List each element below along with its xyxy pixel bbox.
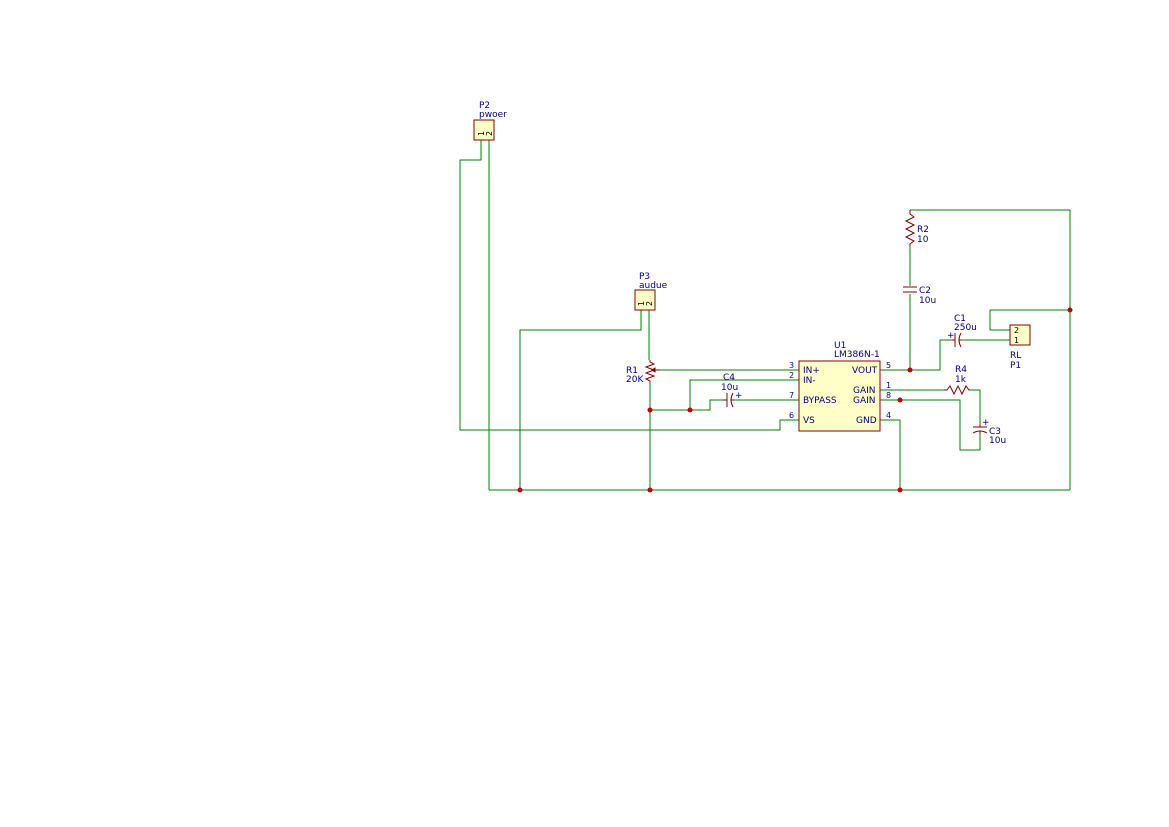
ic-u1-pin-name: BYPASS xyxy=(803,396,837,406)
capacitor-c4-value: 10u xyxy=(721,383,738,393)
resistor-r1-value: 20K xyxy=(626,375,644,385)
connector-p2-pin1: 1 xyxy=(477,131,486,136)
wire-p1-pin2 xyxy=(989,309,1070,331)
ic-u1-pin-number: 7 xyxy=(789,391,794,400)
wire-p3-gnd xyxy=(519,310,642,490)
junction xyxy=(647,487,653,493)
junction xyxy=(647,407,653,413)
resistor-r2-body xyxy=(904,210,916,246)
connector-p1-value: RL xyxy=(1010,351,1021,361)
junction xyxy=(1067,307,1073,313)
ic-u1-pin-name: GAIN xyxy=(853,386,876,396)
ic-u1-pin-number: 6 xyxy=(789,411,794,420)
connector-p1-body xyxy=(1009,324,1031,346)
junction xyxy=(907,367,913,373)
connector-p3-body xyxy=(634,289,656,311)
connector-p2-ref: P2 xyxy=(479,101,490,111)
ic-u1-pin-number: 5 xyxy=(886,361,891,370)
capacitor-c1-ref: C1 xyxy=(954,314,966,324)
ic-u1[interactable]: U1 LM386N-1 3 IN+ 2 IN- 7 BYPASS 6 VS 5 … xyxy=(789,341,891,432)
ic-u1-pin-name: VS xyxy=(803,416,815,426)
ic-u1-body xyxy=(798,360,881,432)
connector-p1-pin1: 1 xyxy=(1014,336,1019,345)
resistor-r4-ref: R4 xyxy=(955,365,967,375)
wire-r4-c3 xyxy=(970,389,981,424)
wires xyxy=(459,140,1071,491)
connector-p2[interactable]: P2 pwoer 1 2 xyxy=(473,101,507,141)
ic-u1-pin-name: IN+ xyxy=(803,366,820,376)
resistor-r2[interactable]: R2 10 xyxy=(904,210,929,246)
resistor-r1-body xyxy=(644,360,656,382)
connector-p3[interactable]: P3 audue 1 2 xyxy=(634,272,668,311)
ic-u1-value: LM386N-1 xyxy=(834,350,880,360)
wire-u1-gnd xyxy=(880,419,901,490)
resistor-r4-body xyxy=(944,384,970,396)
ic-u1-pin-number: 3 xyxy=(789,361,794,370)
connector-p1-ref: P1 xyxy=(1010,361,1021,371)
junction xyxy=(517,487,523,493)
resistor-r1-ref: R1 xyxy=(626,366,638,376)
capacitor-c1-value: 250u xyxy=(954,323,977,333)
resistor-r1[interactable]: R1 20K xyxy=(626,360,660,385)
connector-p2-value: pwoer xyxy=(479,110,507,120)
ic-u1-pin-number: 1 xyxy=(886,381,891,390)
wire-gain8-c3 xyxy=(880,399,981,451)
ic-u1-pin-number: 4 xyxy=(886,411,891,420)
wire-c4-left xyxy=(690,399,724,411)
capacitor-c3-ref: C3 xyxy=(989,427,1001,437)
connector-p2-pin2: 2 xyxy=(485,131,494,136)
ic-u1-pin-name: GAIN xyxy=(853,396,876,406)
capacitor-c3[interactable]: + C3 10u xyxy=(972,418,1006,446)
wire-right-rail xyxy=(910,209,1071,490)
wire-vs-net xyxy=(459,140,799,431)
resistor-r2-ref: R2 xyxy=(917,225,929,235)
ic-u1-pin-name: IN- xyxy=(803,376,816,386)
resistor-r2-value: 10 xyxy=(917,235,929,245)
resistor-r1-arrow xyxy=(651,367,656,373)
connector-p1[interactable]: 2 1 RL P1 xyxy=(1009,324,1031,371)
junction xyxy=(687,407,693,413)
capacitor-c2-value: 10u xyxy=(919,296,936,306)
capacitor-c2[interactable]: C2 10u xyxy=(903,286,936,306)
wire-inminus xyxy=(650,379,799,411)
ic-u1-pin-number: 2 xyxy=(789,371,794,380)
capacitor-c4[interactable]: + C4 10u xyxy=(721,373,743,408)
capacitor-c3-plus: + xyxy=(982,418,990,428)
resistor-r4[interactable]: R4 1k xyxy=(944,365,970,396)
ic-u1-pin-name: VOUT xyxy=(852,366,878,376)
connector-p1-pin2: 2 xyxy=(1014,326,1019,335)
junctions xyxy=(517,307,1073,493)
resistor-r4-value: 1k xyxy=(955,375,967,385)
connector-p3-value: audue xyxy=(639,281,668,291)
capacitor-c4-plus: + xyxy=(735,391,743,401)
junction xyxy=(897,397,903,403)
ic-u1-ref: U1 xyxy=(834,341,846,351)
capacitor-c1[interactable]: + C1 250u xyxy=(947,314,977,348)
connector-p3-pin2: 2 xyxy=(645,301,654,306)
junction xyxy=(897,487,903,493)
capacitor-c2-ref: C2 xyxy=(919,286,931,296)
connector-p2-body xyxy=(473,119,495,141)
connector-p3-ref: P3 xyxy=(639,272,650,282)
ic-u1-pin-number: 8 xyxy=(886,391,891,400)
capacitor-c1-plus: + xyxy=(947,331,955,341)
capacitor-c4-ref: C4 xyxy=(723,373,735,383)
capacitor-c3-value: 10u xyxy=(989,436,1006,446)
ic-u1-pin-name: GND xyxy=(856,416,877,426)
connector-p3-pin1: 1 xyxy=(637,301,646,306)
